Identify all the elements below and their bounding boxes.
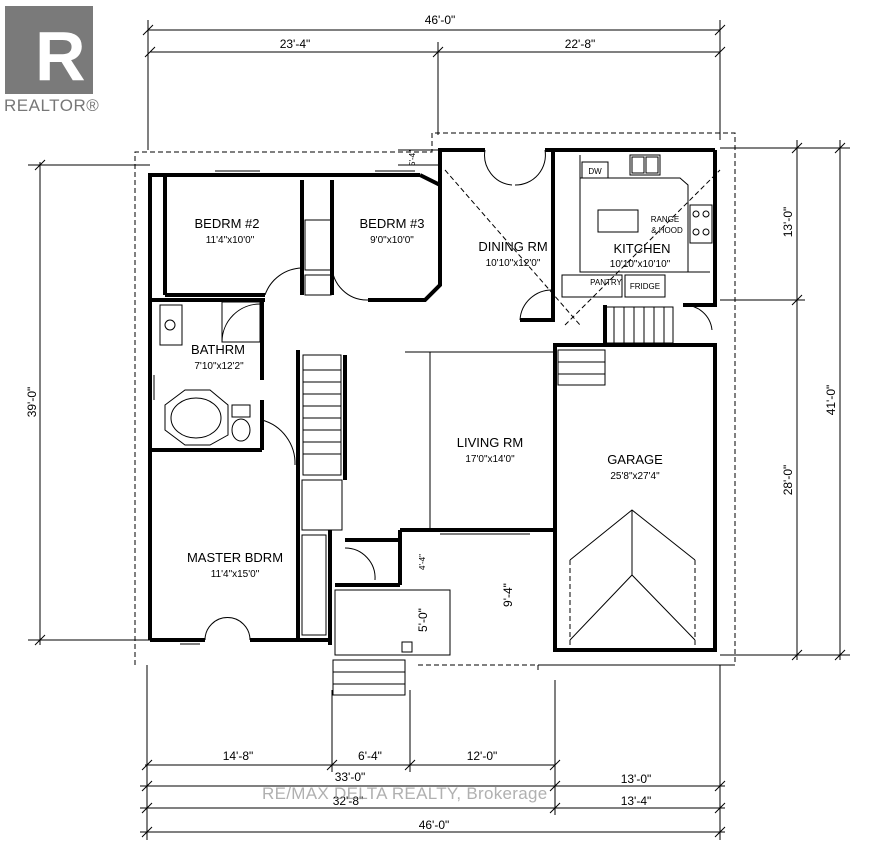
stairs [302,306,674,696]
bedroom3-name: BEDRM #3 [359,216,424,231]
bathroom-name: BATHRM [191,342,245,357]
master-size: 11'4"x15'0" [211,569,260,580]
dim-bottom-e: 13'-0" [621,772,652,786]
room-labels: BEDRM #2 11'4"x10'0" BEDRM #3 9'0"x10'0"… [187,216,671,580]
dim-top-right: 22'-8" [565,37,596,51]
dim-bottom-d: 33'-0" [335,770,366,784]
bathroom-fixtures [159,301,261,446]
realtor-logo-text: REALTOR® [4,96,100,115]
walls [148,148,717,652]
garage-size: 25'8"x27'4" [610,471,660,482]
dim-bump: 5'-4" [408,150,417,166]
left-dimension-lines [28,159,150,646]
brokerage-watermark: RE/MAX DELTA REALTY, Brokerage [262,784,548,803]
dim-porch-b: 5'-0" [416,608,430,632]
master-name: MASTER BDRM [187,550,283,565]
dim-porch-c: 9'-4" [501,583,515,607]
kitchen-name: KITCHEN [613,241,670,256]
living-size: 17'0"x14'0" [465,454,515,465]
dimension-labels: 46'-0" 23'-4" 22'-8" 5'-4" 39'-0" 13'-0"… [25,13,838,832]
right-dimension-lines [720,140,850,661]
fridge-label: FRIDGE [630,282,660,291]
realtor-logo-icon: R [5,6,93,94]
range-label: RANGE [651,215,679,224]
living-name: LIVING RM [457,435,523,450]
bedroom2-name: BEDRM #2 [194,216,259,231]
garage-door [569,509,696,645]
dim-porch-a: 4'-4" [418,554,427,570]
dim-top-left: 23'-4" [280,37,311,51]
dining-size: 10'10"x12'0" [486,258,541,269]
bottom-dimension-lines [140,665,726,840]
top-dimension-lines [142,20,726,166]
hood-label: & HOOD [651,226,683,235]
garage-name: GARAGE [607,452,663,467]
dim-right-lower: 28'-0" [781,465,795,496]
dim-bottom-g: 13'-4" [621,794,652,808]
windows [153,170,530,645]
dim-bottom-b: 6'-4" [358,749,382,763]
fixture-labels: DW RANGE & HOOD PANTRY FRIDGE [588,167,683,291]
realtor-logo: R REALTOR® [0,0,102,120]
kitchen-size: 10'10"x10'10" [610,259,671,270]
dim-left-height: 39'-0" [25,387,39,418]
dining-name: DINING RM [478,239,547,254]
dim-bottom-a: 14'-8" [223,749,254,763]
dim-top-total: 46'-0" [425,13,456,27]
bathroom-size: 7'10"x12'2" [194,361,244,372]
dim-bottom-c: 12'-0" [467,749,498,763]
pantry-label: PANTRY [590,278,622,287]
roof-outline [134,132,736,670]
closets [301,219,343,636]
dim-bottom-f: 32'-8" [333,794,364,808]
doors [204,149,713,641]
dishwasher-label: DW [588,167,602,176]
dim-right-upper: 13'-0" [781,207,795,238]
dim-bottom-total: 46'-0" [419,818,450,832]
dim-right-total: 41'-0" [824,385,838,416]
kitchen-fixtures [561,154,713,298]
bedroom3-size: 9'0"x10'0" [370,235,414,246]
bedroom2-size: 11'4"x10'0" [206,235,255,246]
